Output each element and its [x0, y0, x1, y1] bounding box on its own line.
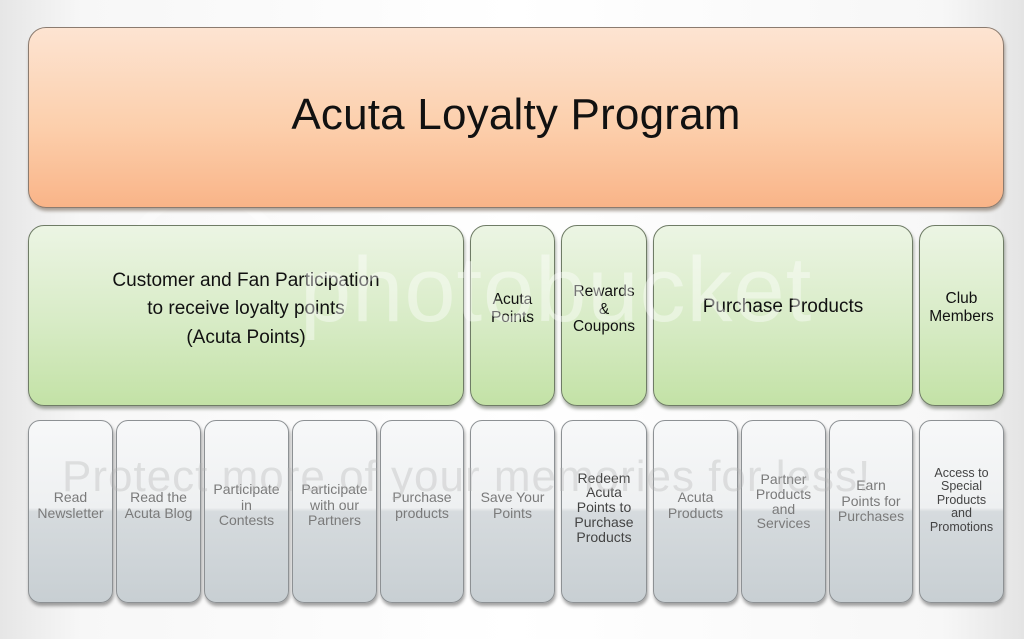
category-label: Club Members — [929, 289, 994, 325]
item-acuta-products: Acuta Products — [653, 420, 738, 603]
item-partner-products: Partner Products and Services — [741, 420, 826, 603]
item-label: Access to Special Products and Promotion… — [929, 465, 994, 534]
item-access-special: Access to Special Products and Promotion… — [919, 420, 1004, 603]
item-label: Acuta Products — [667, 488, 724, 521]
item-label: Participate with our Partners — [301, 480, 368, 529]
item-participate-contests: Participate in Contests — [204, 420, 289, 603]
item-redeem-points: Redeem Acuta Points to Purchase Products — [561, 420, 647, 603]
item-label: Save Your Points — [480, 488, 545, 521]
category-acuta-points: Acuta Points — [470, 225, 555, 406]
category-rewards-coupons: Rewards & Coupons — [561, 225, 647, 406]
item-read-newsletter: Read Newsletter — [28, 420, 113, 603]
item-purchase-products: Purchase products — [380, 420, 464, 603]
category-purchase-products: Purchase Products — [653, 225, 913, 406]
item-label: Participate in Contests — [213, 480, 280, 529]
item-participate-partners: Participate with our Partners — [292, 420, 377, 603]
item-save-points: Save Your Points — [470, 420, 555, 603]
category-label: Acuta Points — [490, 290, 535, 326]
category-customer-participation: Customer and Fan Participation to receiv… — [28, 225, 464, 406]
item-earn-points: Earn Points for Purchases — [829, 420, 913, 603]
root-node-loyalty-program: Acuta Loyalty Program — [28, 27, 1004, 208]
category-label: Customer and Fan Participation to receiv… — [112, 269, 380, 348]
item-label: Redeem Acuta Points to Purchase Products — [574, 469, 634, 545]
item-label: Purchase products — [392, 488, 452, 521]
item-label: Earn Points for Purchases — [837, 476, 905, 525]
item-label: Partner Products and Services — [755, 471, 812, 532]
category-club-members: Club Members — [919, 225, 1004, 406]
category-label: Purchase Products — [702, 296, 864, 318]
item-label: Read the Acuta Blog — [124, 488, 193, 521]
category-label: Rewards & Coupons — [572, 282, 636, 336]
item-label: Read Newsletter — [37, 488, 104, 521]
item-read-blog: Read the Acuta Blog — [116, 420, 201, 603]
diagram-title: Acuta Loyalty Program — [291, 89, 741, 139]
